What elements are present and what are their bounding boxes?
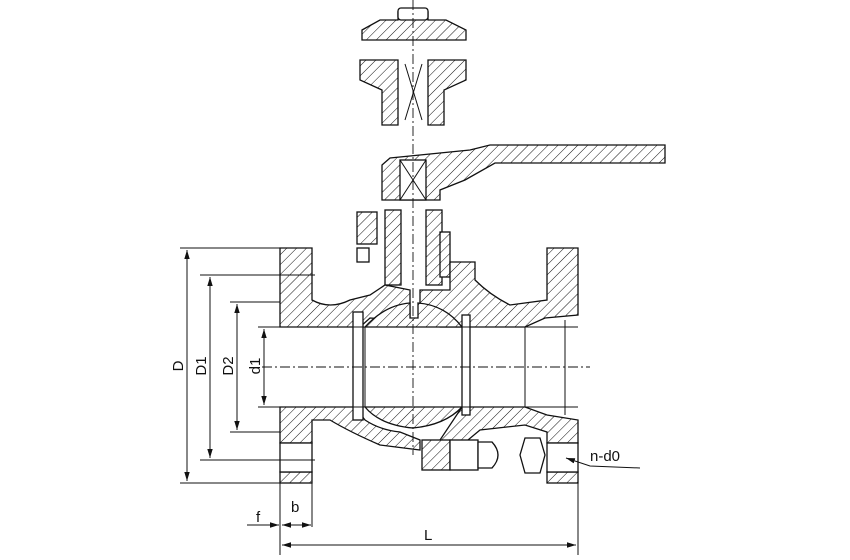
label-D1: D1 [193, 356, 210, 375]
label-b: b [291, 499, 299, 516]
valve-body [279, 247, 579, 484]
extension-lines [180, 247, 579, 555]
gland-part [359, 59, 467, 126]
label-n-d0: n-d0 [590, 448, 620, 465]
handle-lever [381, 144, 666, 201]
label-D2: D2 [220, 356, 237, 375]
label-d1: d1 [247, 358, 264, 375]
dimension-lines [184, 250, 641, 548]
label-f: f [256, 509, 261, 526]
stem-packing [356, 209, 451, 286]
handle-cap [361, 7, 467, 41]
label-L: L [424, 527, 432, 544]
label-D: D [170, 360, 187, 371]
